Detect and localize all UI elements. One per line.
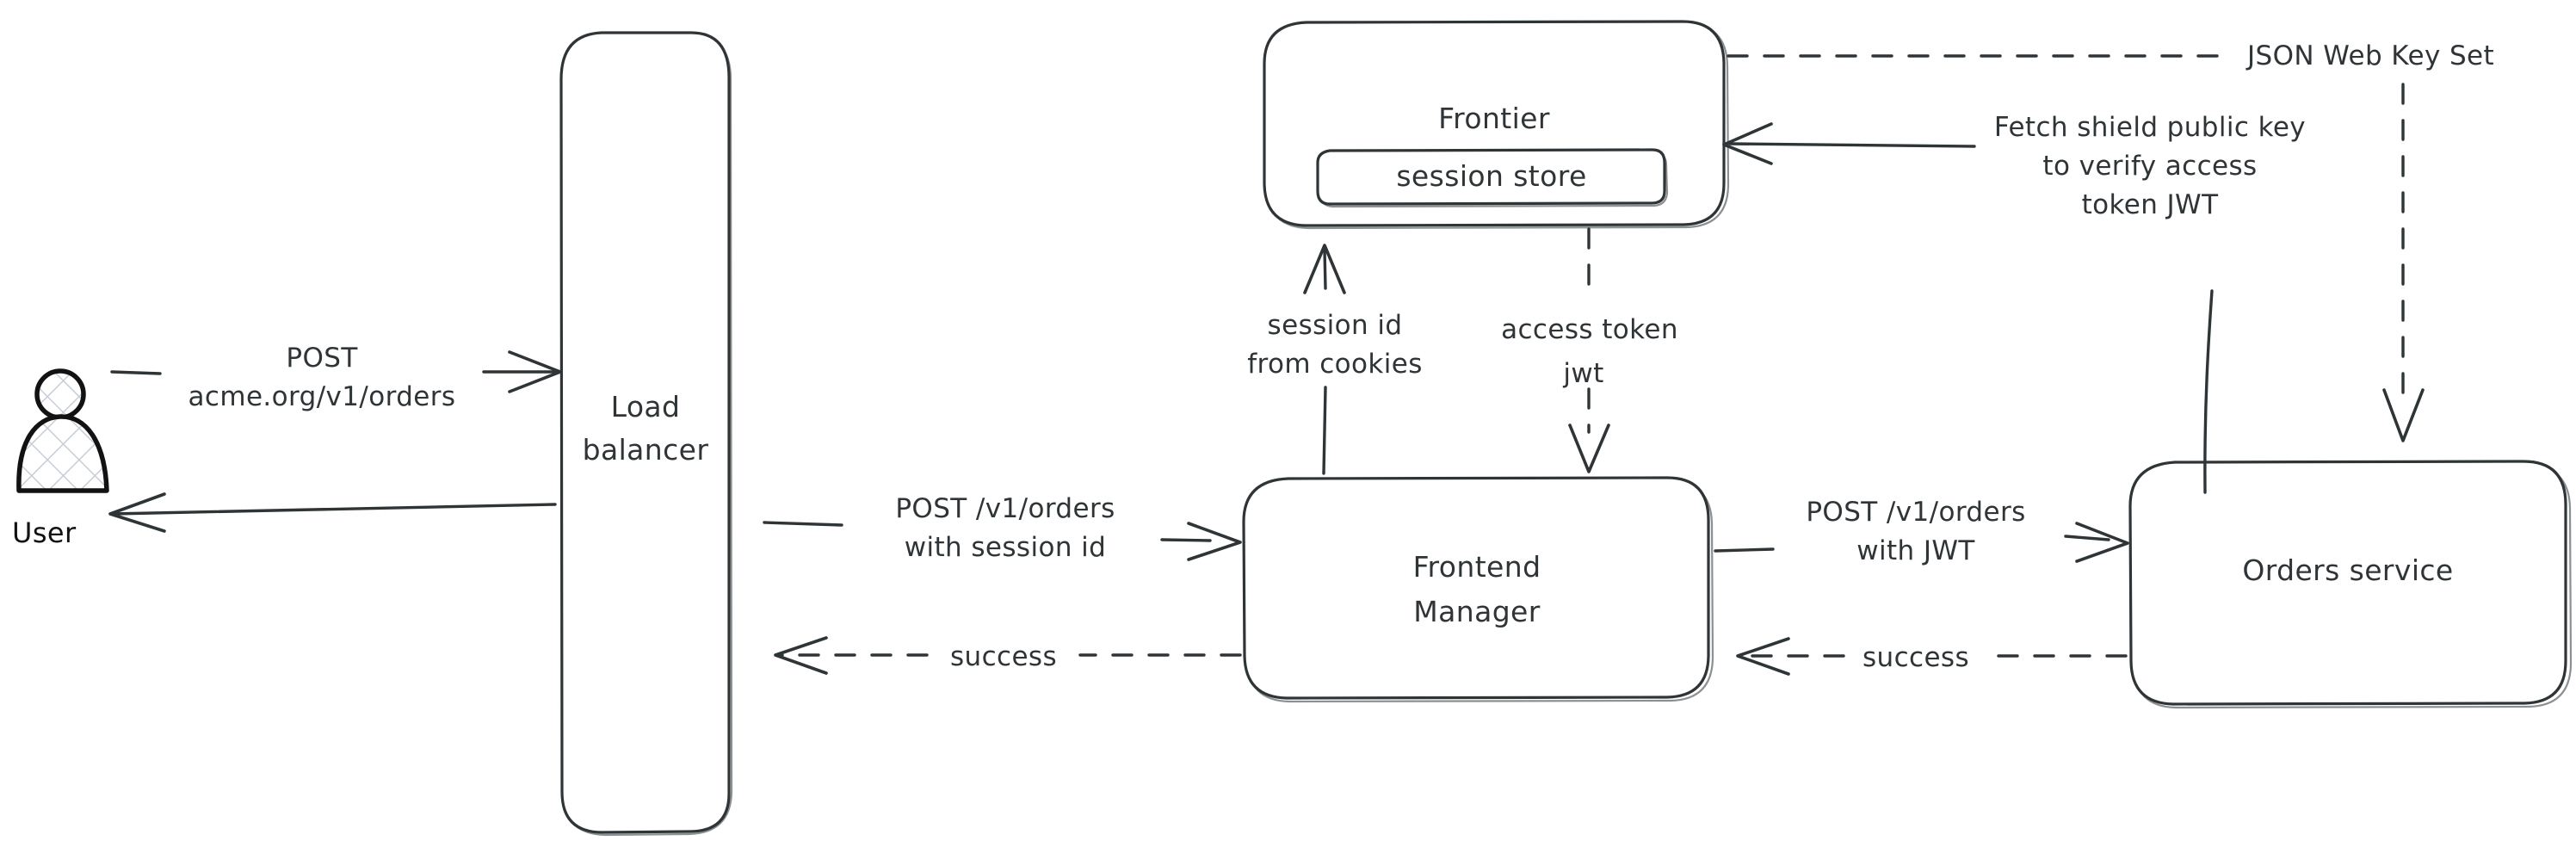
edge-orders-to-frontier-line-horizontal <box>1728 142 1976 148</box>
edge-user-to-load-balancer[interactable]: POST acme.org/v1/orders <box>110 343 562 412</box>
node-session-store[interactable]: session store <box>1316 148 1669 208</box>
edge-frontier-to-fm-arrowhead <box>1568 424 1610 473</box>
edge-fm-to-lb-arrowhead <box>774 636 828 675</box>
edge-orders-to-frontier-arrowhead <box>1722 122 1773 165</box>
edge-frontier-to-frontend-manager[interactable]: access token jwt <box>1501 227 1678 473</box>
actor-user-label: User <box>12 516 77 549</box>
person-icon-head <box>34 368 86 420</box>
orders-service-label: Orders service <box>2242 553 2453 587</box>
edge-lb-to-fm-line-right <box>1160 538 1212 542</box>
edge-orders-to-frontier-label-line3: token JWT <box>2082 189 2220 220</box>
person-icon-body <box>16 414 109 493</box>
edge-lb-to-fm-label-line1: POST /v1/orders <box>895 493 1115 524</box>
edge-load-balancer-to-frontend-manager[interactable]: POST /v1/orders with session id <box>763 493 1242 563</box>
load-balancer-shape <box>559 31 731 834</box>
edge-user-to-lb-label-line2: acme.org/v1/orders <box>188 381 456 412</box>
edge-lb-to-user-line <box>111 503 557 516</box>
edge-frontend-manager-to-load-balancer[interactable]: success <box>774 636 1242 675</box>
edge-fm-to-orders-line-right <box>2064 535 2110 541</box>
edge-frontend-manager-to-orders-service[interactable]: POST /v1/orders with JWT <box>1714 497 2129 566</box>
edge-frontier-to-orders-arrowhead <box>2382 388 2425 442</box>
edge-user-to-lb-label-line1: POST <box>286 343 358 374</box>
edge-frontier-to-orders-service[interactable]: JSON Web Key Set <box>1727 40 2494 442</box>
edge-fm-to-frontier-line-lower <box>1322 386 1327 475</box>
load-balancer-label-line1: Load <box>611 390 681 424</box>
node-frontend-manager[interactable]: Frontend Manager <box>1242 476 1714 703</box>
edge-frontier-to-fm-label-line2: jwt <box>1562 358 1603 389</box>
edge-fm-to-frontier-label-line1: session id <box>1268 310 1403 341</box>
edge-lb-to-fm-label-line2: with session id <box>905 532 1107 563</box>
edge-orders-to-fm-arrowhead <box>1736 637 1790 676</box>
edge-lb-to-fm-arrowhead <box>1187 522 1242 561</box>
session-store-label: session store <box>1396 159 1586 193</box>
node-orders-service[interactable]: Orders service <box>2128 460 2573 709</box>
edge-orders-service-to-frontier[interactable]: Fetch shield public key to verify access… <box>1722 112 2306 494</box>
edge-fm-to-frontier-arrowhead <box>1303 244 1346 294</box>
frontend-manager-shape <box>1242 476 1710 700</box>
edge-fm-to-orders-arrowhead <box>2075 522 2129 563</box>
edge-frontend-manager-to-frontier[interactable]: session id from cookies <box>1247 244 1423 475</box>
edge-frontier-to-orders-label: JSON Web Key Set <box>2246 40 2494 71</box>
edge-lb-to-fm-line-left <box>763 521 843 527</box>
edge-user-to-lb-arrowhead <box>508 350 562 393</box>
node-load-balancer[interactable]: Load balancer <box>559 31 733 837</box>
actor-user[interactable]: User <box>12 368 109 549</box>
orders-service-shape <box>2128 460 2567 706</box>
edge-lb-to-user-arrowhead <box>108 492 166 533</box>
edge-fm-to-orders-label-line1: POST /v1/orders <box>1806 497 2025 528</box>
edge-user-to-lb-line-left <box>110 370 162 375</box>
edge-orders-to-frontier-line-vertical <box>2203 289 2214 494</box>
edge-fm-to-orders-label-line2: with JWT <box>1856 535 1975 566</box>
edge-fm-to-frontier-label-line2: from cookies <box>1247 349 1423 380</box>
frontier-label: Frontier <box>1438 102 1550 135</box>
edge-fm-to-orders-line-left <box>1714 547 1775 553</box>
node-frontier[interactable]: Frontier session store <box>1263 20 1730 230</box>
frontend-manager-label-line2: Manager <box>1413 595 1540 628</box>
edge-orders-to-frontier-label-line1: Fetch shield public key <box>1994 112 2306 143</box>
edge-frontier-to-fm-label-line1: access token <box>1501 314 1678 345</box>
edge-fm-to-lb-label: success <box>950 641 1057 672</box>
edge-load-balancer-to-user[interactable] <box>108 492 557 533</box>
session-store-shape <box>1316 148 1666 206</box>
edge-orders-to-frontier-label-line2: to verify access <box>2042 151 2257 182</box>
frontend-manager-label-line1: Frontend <box>1413 550 1541 584</box>
edge-orders-service-to-frontend-manager[interactable]: success <box>1736 637 2128 676</box>
edge-orders-to-fm-label: success <box>1863 642 1969 673</box>
load-balancer-label-line2: balancer <box>583 433 709 467</box>
